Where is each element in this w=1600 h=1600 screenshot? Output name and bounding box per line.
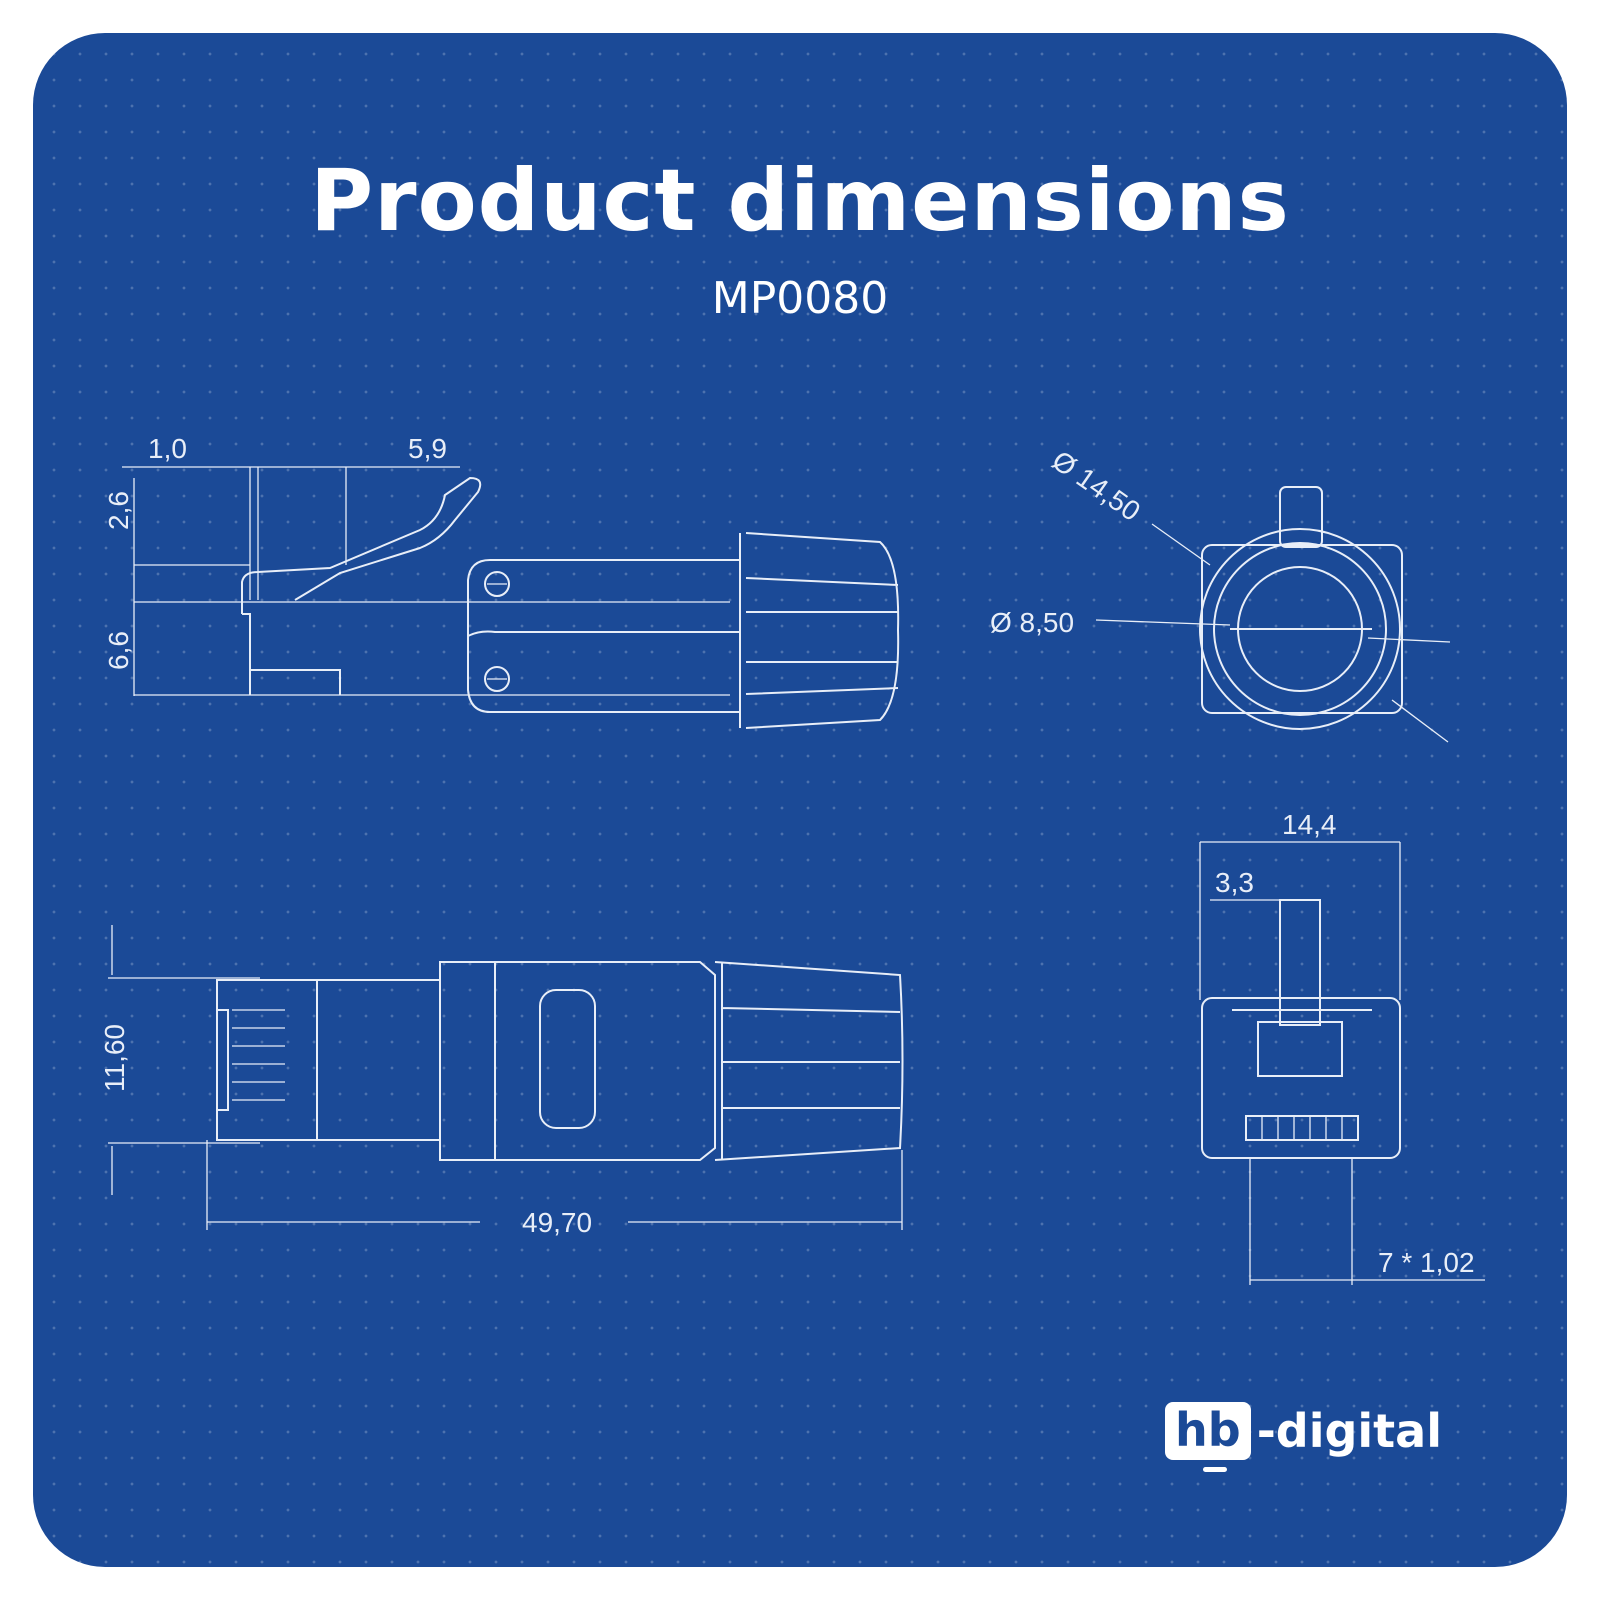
dim-side-height-b: 6,6	[103, 631, 134, 670]
brand-logo: hb -digital	[1165, 1402, 1442, 1472]
logo-text: -digital	[1256, 1404, 1442, 1458]
model-number: MP0080	[711, 273, 889, 324]
side-view: 1,0 5,9 2,6 6,6	[103, 433, 900, 729]
dim-side-height-a: 2,6	[103, 491, 134, 530]
dim-pin-pitch: 7 * 1,02	[1378, 1247, 1475, 1278]
end-view: Ø 14,50 Ø 8,50	[990, 445, 1451, 743]
blueprint-card: Product dimensions MP0080	[33, 33, 1567, 1567]
dim-side-top-a: 1,0	[148, 433, 187, 464]
front-view: 14,4 3,3 7 * 1,02	[1199, 809, 1485, 1285]
dim-plan-length: 49,70	[522, 1207, 592, 1238]
logo-monitor-icon: hb	[1165, 1402, 1251, 1472]
dim-plan-height: 11,60	[99, 1024, 130, 1092]
dim-side-top-b: 5,9	[408, 433, 447, 464]
dim-front-latch: 3,3	[1215, 867, 1254, 898]
dim-inner-diameter: Ø 8,50	[990, 607, 1074, 638]
dim-outer-diameter: Ø 14,50	[1047, 445, 1146, 528]
dim-front-width: 14,4	[1282, 809, 1337, 840]
page-title: Product dimensions	[310, 151, 1290, 251]
plan-view: 11,60 49,70	[99, 925, 904, 1238]
